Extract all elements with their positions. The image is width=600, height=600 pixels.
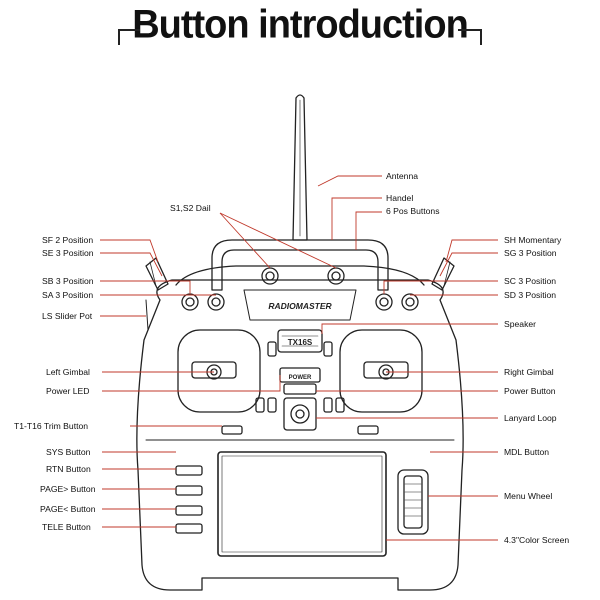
label-sa: SA 3 Position	[42, 290, 94, 300]
title-rule-right	[458, 29, 482, 31]
switch-sh	[431, 257, 455, 291]
label-lanyard: Lanyard Loop	[504, 413, 557, 423]
label-se: SE 3 Position	[42, 248, 94, 258]
title-rule-left	[118, 29, 140, 31]
label-menu-wheel: Menu Wheel	[504, 491, 553, 501]
label-speaker: Speaker	[504, 319, 537, 329]
label-mdl: MDL Button	[504, 447, 550, 457]
btn-page-next	[175, 485, 203, 496]
dial-s1	[261, 267, 279, 285]
label-tele: TELE Button	[42, 522, 91, 532]
label-handel: Handel	[386, 193, 414, 203]
label-power-led: Power LED	[46, 386, 90, 396]
label-sf: SF 2 Position	[42, 235, 94, 245]
trim-left	[221, 425, 243, 435]
body-outline	[136, 279, 464, 591]
label-power-button: Power Button	[504, 386, 556, 396]
power-button	[283, 383, 317, 395]
antenna-shape	[292, 94, 308, 241]
label-page-prev: PAGE< Button	[40, 504, 96, 514]
btn-tele	[175, 523, 203, 534]
btn-page-prev	[175, 505, 203, 516]
speaker-text: TX16S	[288, 338, 313, 347]
logo-text: RADIOMASTER	[268, 301, 332, 311]
label-sh: SH Momentary	[504, 235, 562, 245]
label-sys: SYS Button	[46, 447, 91, 457]
label-rtn: RTN Button	[46, 464, 91, 474]
label-sd: SD 3 Position	[504, 290, 557, 300]
color-screen	[217, 451, 387, 557]
label-right-gimbal: Right Gimbal	[504, 367, 554, 377]
dial-s2	[327, 267, 345, 285]
switch-sa	[207, 293, 225, 311]
label-six-pos: 6 Pos Buttons	[386, 206, 440, 216]
switch-sf	[145, 257, 169, 291]
title-rule-left-tick	[118, 29, 120, 45]
label-screen: 4.3"Color Screen	[504, 535, 570, 545]
speaker-grille	[277, 329, 323, 353]
switch-sb	[181, 293, 199, 311]
menu-wheel	[397, 469, 429, 535]
leader-lines	[100, 175, 498, 541]
label-s1s2: S1,S2 Dail	[170, 203, 211, 213]
switch-sc	[375, 293, 393, 311]
right-gimbal	[339, 329, 423, 413]
page-title: Button introduction	[132, 2, 469, 48]
label-page-next: PAGE> Button	[40, 484, 96, 494]
switch-sd	[401, 293, 419, 311]
label-left-gimbal: Left Gimbal	[46, 367, 90, 377]
btn-rtn	[175, 465, 203, 476]
label-antenna: Antenna	[386, 171, 419, 181]
label-trim: T1-T16 Trim Button	[14, 421, 89, 431]
handle-shape	[211, 239, 389, 291]
left-gimbal	[177, 329, 261, 413]
title-rule-right-tick	[480, 29, 482, 45]
label-sg: SG 3 Position	[504, 248, 557, 258]
label-sb: SB 3 Position	[42, 276, 94, 286]
label-sc: SC 3 Position	[504, 276, 557, 286]
power-text: POWER	[289, 375, 312, 381]
lanyard-loop	[283, 397, 317, 431]
trim-right	[357, 425, 379, 435]
label-ls: LS Slider Pot	[42, 311, 93, 321]
